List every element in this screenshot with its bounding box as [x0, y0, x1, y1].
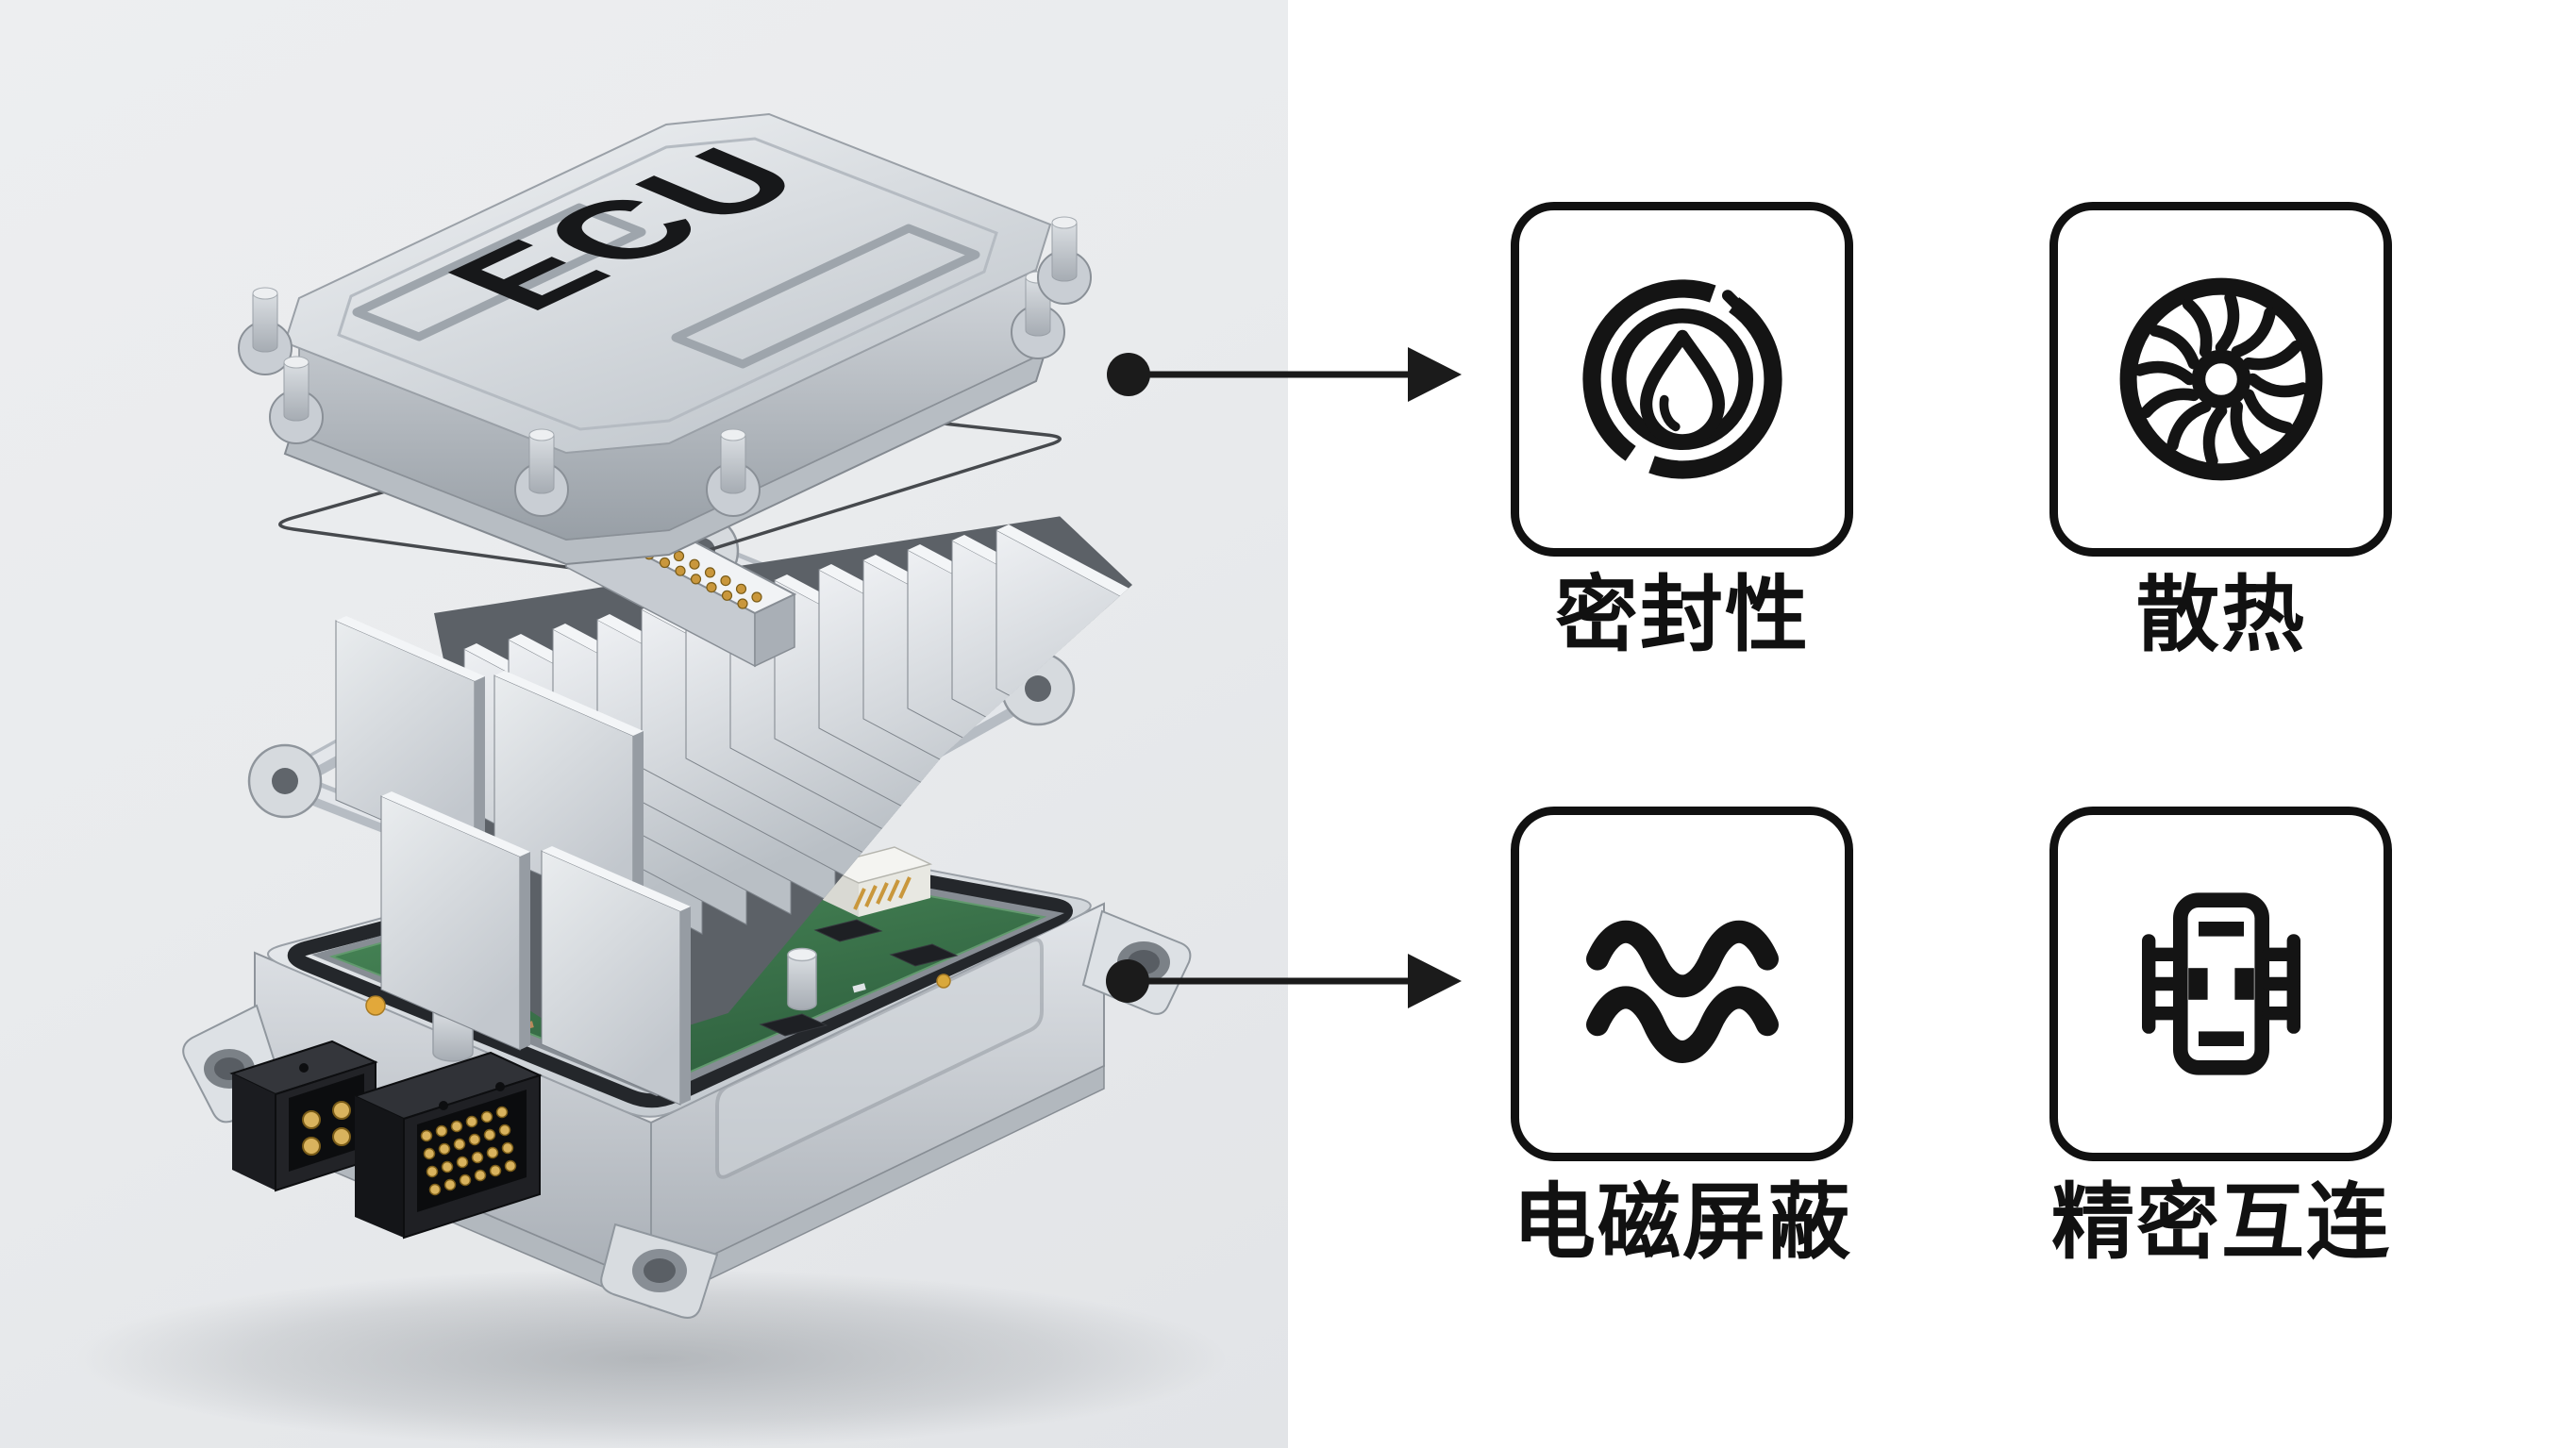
signal-pin-grid [420, 1106, 517, 1196]
cover-top-face [283, 112, 1052, 455]
em-waves-icon [1585, 921, 1779, 1063]
chip-right-notch [2233, 968, 2254, 1000]
feature-card-emi-shielding [1511, 807, 1853, 1161]
housing-side-recess [715, 938, 1044, 1179]
header-pins [853, 876, 912, 910]
features-panel: 密封性 [1288, 0, 2576, 1448]
cover-inner-panel-line [337, 137, 998, 431]
seal-outer-ring [1581, 279, 1782, 479]
water-drop-icon [1639, 329, 1725, 447]
feature-card-heat-dissipation [2049, 202, 2392, 557]
fan-hub [2191, 349, 2250, 409]
connector-signal [352, 1051, 543, 1240]
wave-bottom [1585, 986, 1779, 1063]
floor-shadow [75, 1269, 1227, 1448]
top-cover: ECU [238, 112, 1092, 566]
fan-outer-ring [2119, 277, 2322, 481]
drop-highlight [1659, 394, 1681, 432]
mounting-flange-front [600, 1223, 719, 1319]
seal-drop-icon [1581, 279, 1782, 479]
product-render-panel: ECU [0, 0, 1288, 1448]
pcb-header-connector [820, 846, 933, 917]
feature-card-sealing [1511, 202, 1853, 557]
thermal-plates [335, 616, 691, 1106]
connector-power [229, 1040, 378, 1192]
right-bracket-pins [2261, 934, 2300, 1034]
cover-bolts [238, 216, 1092, 517]
interconnect-chip-body [2172, 892, 2269, 1075]
seal-slash-mark [1721, 290, 1764, 332]
feature-label-emi-shielding: 电磁屏蔽 [1512, 1175, 1852, 1269]
wave-top [1585, 921, 1779, 998]
cover-ribs [352, 203, 980, 369]
chip-top-bar [2198, 922, 2244, 937]
power-pins [302, 1101, 351, 1156]
interconnect-icon [2141, 892, 2300, 1075]
feature-label-heat-dissipation: 散热 [2135, 568, 2306, 661]
left-bracket-pins [2141, 934, 2181, 1034]
feature-label-sealing: 密封性 [1554, 568, 1810, 661]
chip-left-notch [2187, 968, 2208, 1000]
chip-bottom-bar [2198, 1031, 2244, 1046]
fan-blades [2133, 291, 2309, 467]
turbine-fan-icon [2119, 277, 2322, 481]
feature-label-interconnect: 精密互连 [2050, 1175, 2391, 1269]
feature-card-interconnect [2049, 807, 2392, 1161]
ecu-exploded-view: ECU [75, 112, 1227, 1448]
